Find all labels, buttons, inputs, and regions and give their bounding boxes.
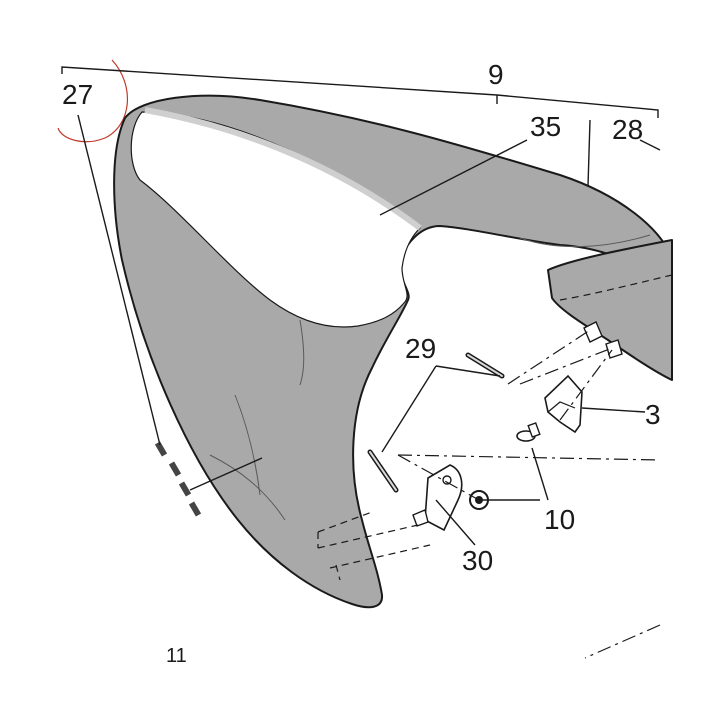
callout-10: 10: [544, 504, 575, 535]
tail-cover-body: [113, 94, 673, 609]
decal-strips: [154, 441, 202, 517]
callout-28: 28: [612, 114, 643, 145]
screw-10: [516, 422, 541, 442]
reference-circle-mark: [57, 59, 129, 143]
callout-9: 9: [488, 59, 504, 90]
callout-29: 29: [405, 333, 436, 364]
callout-27: 27: [62, 79, 93, 110]
seat-section: [519, 234, 673, 381]
callout-30: 30: [462, 545, 493, 576]
assembly-bracket-9: [61, 66, 659, 118]
callout-3: 3: [645, 399, 661, 430]
cover-stripe-35: [144, 107, 422, 231]
callout-11: 11: [166, 645, 187, 667]
assembly-axes: [317, 329, 661, 659]
bracket-30: [424, 464, 463, 532]
leader-lines: [77, 114, 661, 546]
callout-35: 35: [530, 111, 561, 142]
